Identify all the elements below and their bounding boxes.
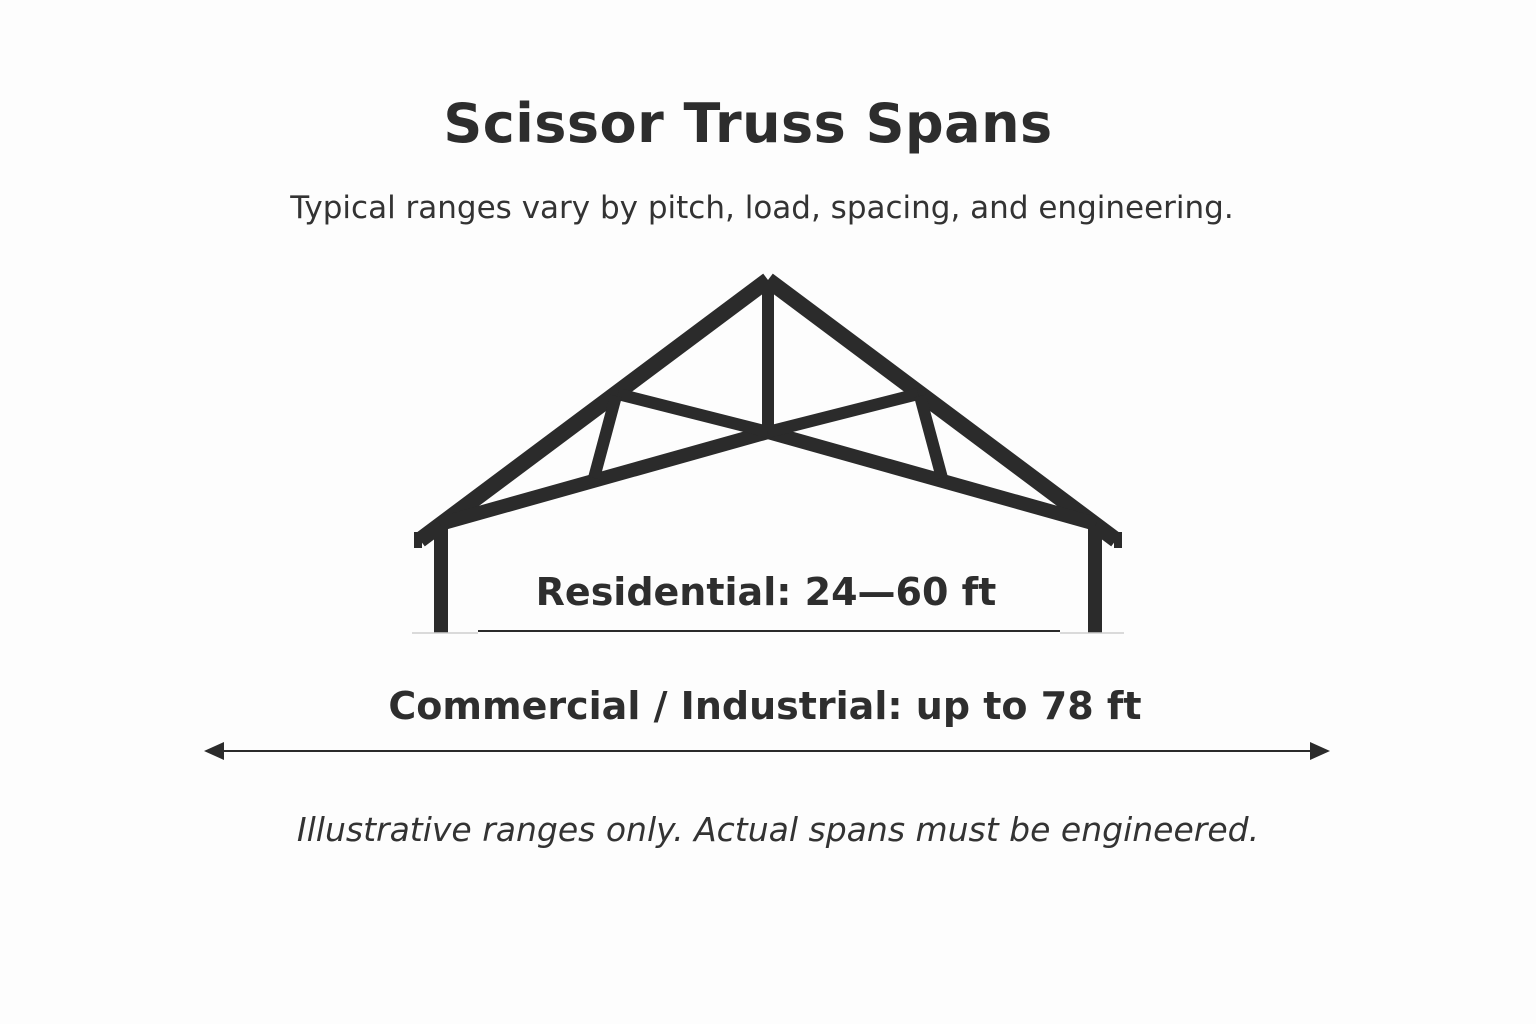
scissor-chord-right bbox=[766, 425, 1098, 531]
commercial-span-label: Commercial / Industrial: up to 78 ft bbox=[388, 684, 1142, 728]
residential-span-label: Residential: 24—60 ft bbox=[535, 570, 997, 614]
page-subtitle: Typical ranges vary by pitch, load, spac… bbox=[290, 190, 1234, 226]
top-chord-left bbox=[415, 273, 773, 547]
arrowhead-right-icon bbox=[1310, 742, 1330, 760]
disclaimer-note: Illustrative ranges only. Actual spans m… bbox=[296, 810, 1260, 849]
commercial-span-arrow bbox=[204, 742, 1330, 760]
web-left bbox=[588, 394, 622, 480]
arrowhead-left-icon bbox=[204, 742, 224, 760]
scissor-truss bbox=[414, 273, 1122, 633]
cross-web-left bbox=[616, 388, 770, 438]
scissor-chord-left bbox=[438, 425, 770, 531]
web-right bbox=[914, 394, 948, 480]
page-title: Scissor Truss Spans bbox=[443, 92, 1053, 155]
top-chord-right bbox=[763, 273, 1121, 547]
cross-web-right bbox=[766, 388, 920, 438]
